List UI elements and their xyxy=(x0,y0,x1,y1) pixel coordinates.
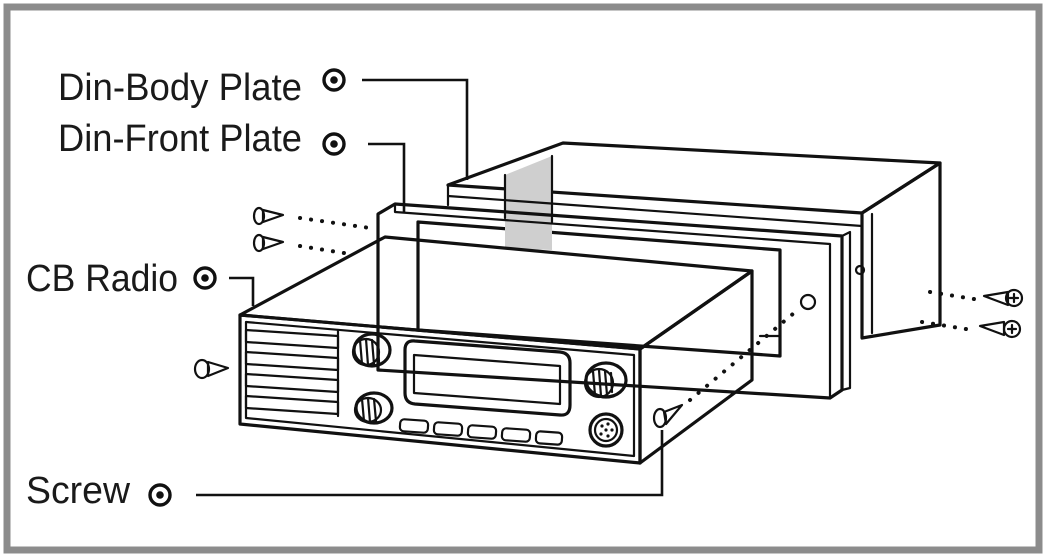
screw-right-1 xyxy=(982,288,1024,308)
diagram-frame xyxy=(3,3,1043,554)
bullet-din-front-plate-icon xyxy=(322,132,346,156)
function-buttons xyxy=(398,418,564,446)
volume-knob xyxy=(351,332,392,368)
speaker-grille xyxy=(244,328,340,418)
label-din-front-plate: Din-Front Plate xyxy=(58,118,302,160)
callout-bullets xyxy=(148,68,346,507)
label-screw: Screw xyxy=(26,470,131,512)
screw-right-2 xyxy=(978,319,1022,339)
mic-connector xyxy=(588,412,624,448)
label-din-body-plate: Din-Body Plate xyxy=(58,67,302,109)
lcd-display xyxy=(403,339,572,417)
cb-radio xyxy=(238,235,754,465)
mounting-screws xyxy=(193,206,1024,429)
screw-radio-side xyxy=(652,403,684,429)
bullet-screw-icon xyxy=(148,483,172,507)
screw-top-left-1 xyxy=(252,206,285,226)
screw-front-left xyxy=(193,358,230,380)
squelch-knob xyxy=(353,391,394,425)
label-cb-radio: CB Radio xyxy=(26,258,178,300)
bullet-cb-radio-icon xyxy=(193,266,217,290)
channel-knob xyxy=(583,361,628,399)
screw-top-left-2 xyxy=(252,233,285,253)
callout-leaders xyxy=(196,78,664,497)
din-front-plate xyxy=(376,202,866,400)
bullet-din-body-plate-icon xyxy=(322,68,346,92)
